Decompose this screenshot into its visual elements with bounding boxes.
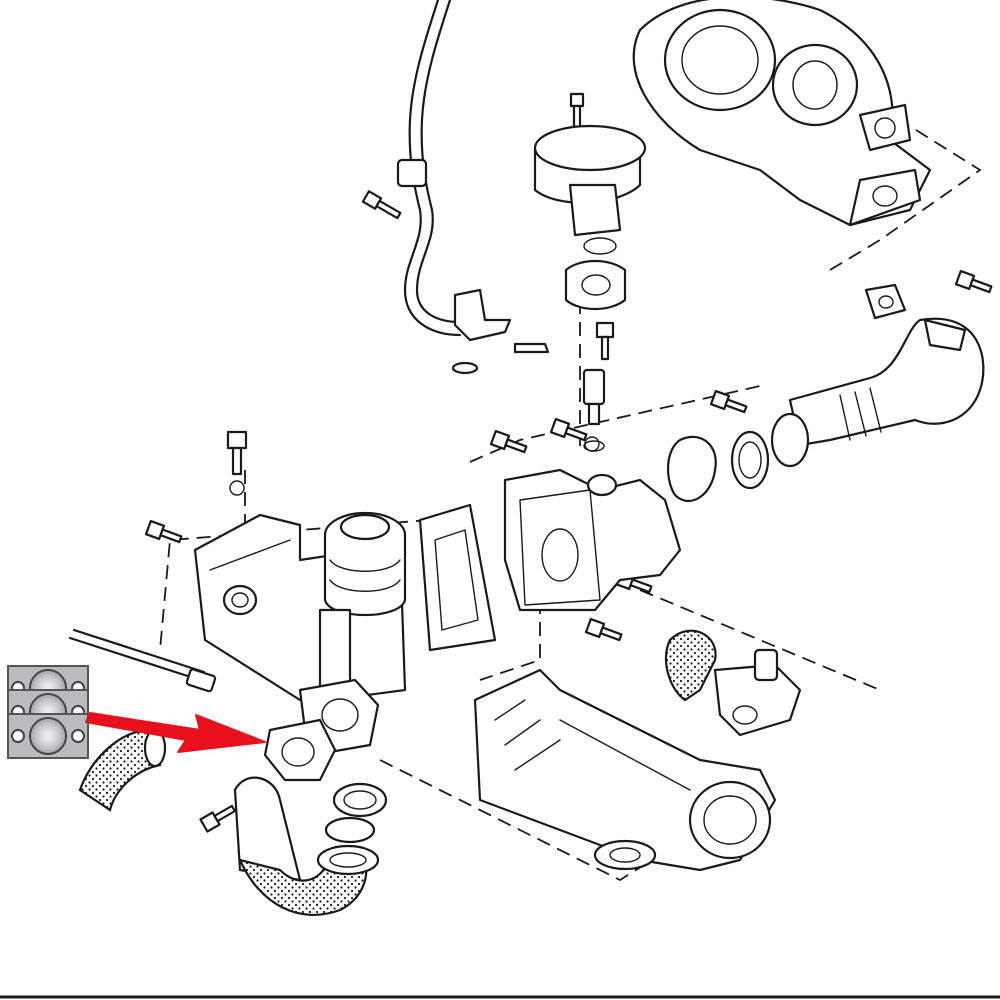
flex-hose [78,728,167,812]
bolt-icon [569,92,585,130]
bolt-icon [199,804,236,833]
bolt-icon [549,417,588,442]
egr-valve-upper [533,124,647,310]
bolt-icon [144,519,183,544]
sensor-rod [68,628,217,693]
bolt-icon [226,430,248,476]
turbocharger [632,0,932,227]
intake-pipe [666,283,985,502]
egr-cooler [193,511,407,702]
vacuum-pipe [396,0,550,375]
highlight-arrow-icon [85,712,266,753]
egr-flange-housing [418,468,682,652]
bolt-icon [709,389,748,414]
egr-gasket-set [7,665,89,759]
bolt-icon [489,429,528,454]
intake-manifold [473,668,777,872]
temperature-sensor [582,368,606,452]
bolt-icon [595,321,615,361]
coolant-hose-right [665,629,802,737]
bolt-icon [954,269,993,294]
bolt-icon [584,617,623,642]
bolt-icon [361,190,402,220]
egr-pipe-flanges [233,678,388,916]
gasket-icon [7,713,89,759]
